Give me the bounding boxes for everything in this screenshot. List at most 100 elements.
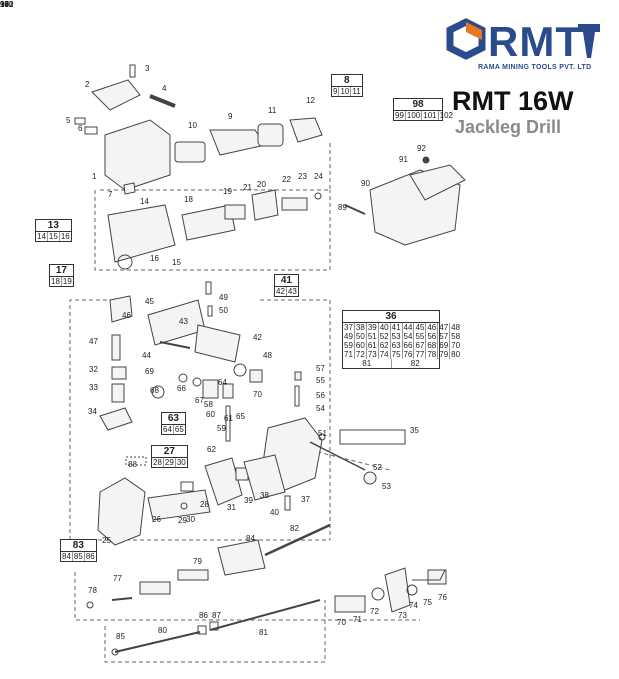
part-callout: 34 — [88, 407, 97, 416]
part-callout: 81 — [259, 628, 268, 637]
part-callout: 37 — [301, 495, 310, 504]
part-callout: 80 — [158, 626, 167, 635]
part-callout: 25 — [102, 536, 111, 545]
kit-part: 68 — [427, 341, 439, 350]
part-callout: 56 — [316, 391, 325, 400]
kit-part: 74 — [379, 350, 391, 359]
kit-part: 84 — [62, 552, 73, 561]
part-callout: 94 — [0, 0, 9, 9]
kit-id: 83 — [61, 540, 96, 552]
kit-part: 65 — [174, 425, 184, 434]
part-callout: 44 — [142, 351, 151, 360]
kit-part: 101 — [423, 111, 439, 120]
part-callout: 101 — [0, 0, 14, 9]
part-callout: 43 — [179, 317, 188, 326]
kit-part: 19 — [62, 277, 72, 286]
part-callout: 67 — [195, 396, 204, 405]
kit-part: 53 — [391, 332, 403, 341]
part-callout: 52 — [373, 463, 382, 472]
part-callout: 21 — [243, 183, 252, 192]
part-callout: 78 — [88, 586, 97, 595]
part-callout: 47 — [89, 337, 98, 346]
kit-part: 49 — [344, 332, 355, 341]
part-callout: 39 — [244, 496, 253, 505]
kit-id: 41 — [275, 275, 298, 287]
part-callout: 50 — [219, 306, 228, 315]
kit-part: 79 — [439, 350, 451, 359]
part-callout: 12 — [306, 96, 315, 105]
kit-part: 70 — [451, 341, 461, 350]
company-name: RAMA MINING TOOLS PVT. LTD — [478, 64, 592, 71]
part-callout: 16 — [150, 254, 159, 263]
kit-id: 17 — [50, 265, 73, 277]
part-callout: 72 — [370, 607, 379, 616]
part-callout: 55 — [316, 376, 325, 385]
kit-part: 66 — [403, 341, 415, 350]
kit-part: 47 — [439, 323, 451, 332]
part-callout: 102 — [0, 0, 14, 9]
part-callout: 6 — [78, 124, 83, 133]
kit-id: 63 — [162, 413, 185, 425]
part-callout: 49 — [219, 293, 228, 302]
part-callout: 32 — [89, 365, 98, 374]
part-callout: 10 — [188, 121, 197, 130]
part-callout: 38 — [260, 491, 269, 500]
part-callout: 75 — [423, 598, 432, 607]
part-callout: 68 — [150, 386, 159, 395]
part-callout: 54 — [316, 404, 325, 413]
part-callout: 71 — [353, 615, 362, 624]
part-callout: 69 — [145, 367, 154, 376]
kit-part: 73 — [367, 350, 379, 359]
kit-part: 15 — [48, 232, 60, 241]
part-callout: 40 — [270, 508, 279, 517]
kit-part: 55 — [415, 332, 427, 341]
part-callout: 93 — [0, 0, 9, 9]
part-callout: 76 — [438, 593, 447, 602]
part-callout: 86 — [199, 611, 208, 620]
kit-part: 28 — [153, 458, 164, 467]
part-callout: 24 — [314, 172, 323, 181]
kit-part: 42 — [276, 287, 287, 296]
part-callout: 45 — [145, 297, 154, 306]
kit-id: 98 — [394, 99, 442, 111]
kit-part: 63 — [391, 341, 403, 350]
part-callout: 64 — [218, 378, 227, 387]
kit-part: 16 — [60, 232, 70, 241]
part-callout: 77 — [113, 574, 122, 583]
kit-part: 9 — [333, 87, 340, 96]
kit-part: 80 — [451, 350, 461, 359]
kit-part: 86 — [85, 552, 95, 561]
kit-part: 82 — [410, 359, 420, 368]
part-callout: 96 — [0, 0, 9, 9]
kit-id: 27 — [152, 446, 187, 458]
part-callout: 58 — [204, 400, 213, 409]
kit-part: 81 — [343, 359, 392, 368]
part-callout: 1 — [92, 172, 97, 181]
kit-part: 48 — [451, 323, 461, 332]
part-callout: 5 — [66, 116, 71, 125]
kit-part: 69 — [439, 341, 451, 350]
part-callout: 90 — [361, 179, 370, 188]
kit-part: 29 — [164, 458, 176, 467]
part-callout: 31 — [227, 503, 236, 512]
part-callout: 2 — [85, 80, 90, 89]
kit-part: 99 — [395, 111, 406, 120]
part-callout: 85 — [116, 632, 125, 641]
kit-part: 75 — [391, 350, 403, 359]
model-title: RMT 16W — [452, 86, 574, 116]
kit-id: 13 — [36, 220, 71, 232]
kit-part: 14 — [37, 232, 48, 241]
kit-part: 78 — [427, 350, 439, 359]
kit-part: 39 — [367, 323, 379, 332]
kit-part: 62 — [379, 341, 391, 350]
